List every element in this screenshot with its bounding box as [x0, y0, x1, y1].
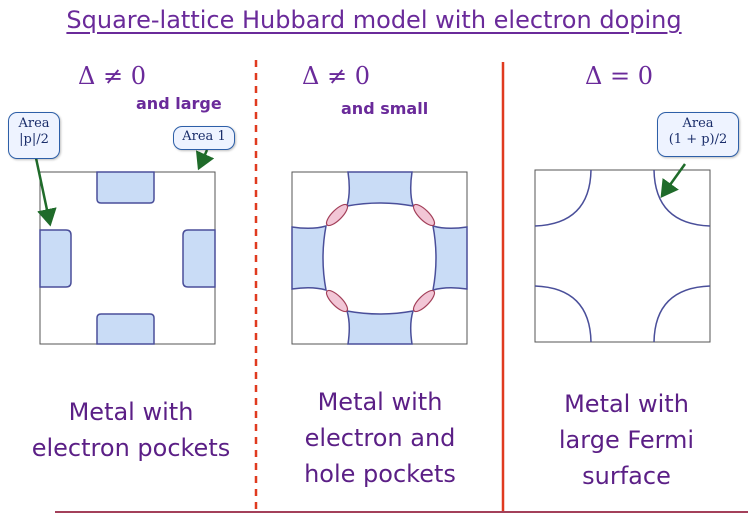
panel-1-delta-label: Δ ≠ 0 [78, 62, 146, 90]
badge-line: Area [682, 116, 714, 131]
panel-2-caption: Metal with electron and hole pockets [258, 384, 502, 492]
panel-2-qualifier: and small [341, 99, 429, 118]
caption-line: surface [582, 462, 671, 490]
badge-line: |p|/2 [19, 132, 49, 147]
panel-3-delta-label: Δ = 0 [585, 62, 653, 90]
electron-pocket-left [291, 224, 327, 292]
badge-line: Area 1 [182, 129, 226, 144]
panel-2-delta-label: Δ ≠ 0 [302, 62, 370, 90]
electron-pocket-top [96, 171, 155, 204]
hole-pocket-bottom-left [325, 289, 349, 313]
caption-line: electron pockets [31, 434, 231, 462]
panel-1-qualifier: and large [136, 94, 222, 113]
fermi-arc-bottom-left [534, 285, 592, 343]
arrow-to-pocket [34, 157, 57, 227]
area-badge-one-plus-p: Area (1 + p)/2 [657, 112, 739, 157]
badge-line: Area [18, 116, 50, 131]
area-badge-one: Area 1 [173, 126, 235, 150]
hole-pocket-bottom-right [412, 289, 436, 313]
arrow-to-fermi-surface [660, 163, 687, 199]
electron-pocket-right [432, 224, 468, 292]
electron-pocket-left [39, 229, 72, 288]
caption-line: Metal with [317, 388, 443, 416]
caption-line: electron and [304, 424, 456, 452]
page-title: Square-lattice Hubbard model with electr… [66, 6, 682, 34]
electron-pocket-bottom [345, 310, 415, 345]
caption-line: large Fermi [558, 426, 695, 454]
panel-2-brillouin-zone [291, 171, 468, 345]
fermi-arc-top-left [534, 169, 592, 227]
electron-pocket-right [182, 229, 216, 288]
fermi-arc-top-right [653, 169, 711, 227]
caption-line: hole pockets [304, 460, 456, 488]
hole-pocket-top-left [325, 203, 349, 227]
panel-3-caption: Metal with large Fermi surface [505, 386, 748, 494]
hole-pocket-top-right [412, 203, 436, 227]
brillouin-zone-box [534, 169, 711, 343]
badge-line: (1 + p)/2 [668, 132, 728, 147]
fermi-arc-bottom-right [653, 285, 711, 343]
area-badge-half-p: Area |p|/2 [8, 112, 60, 159]
caption-line: Metal with [68, 398, 194, 426]
panel-1-brillouin-zone [34, 149, 216, 345]
caption-line: Metal with [564, 390, 689, 418]
panel-1-caption: Metal with electron pockets [8, 394, 254, 466]
electron-pocket-top [345, 171, 415, 207]
arrow-to-zone [195, 149, 215, 171]
panel-3-brillouin-zone [534, 163, 711, 343]
electron-pocket-bottom [96, 313, 155, 345]
